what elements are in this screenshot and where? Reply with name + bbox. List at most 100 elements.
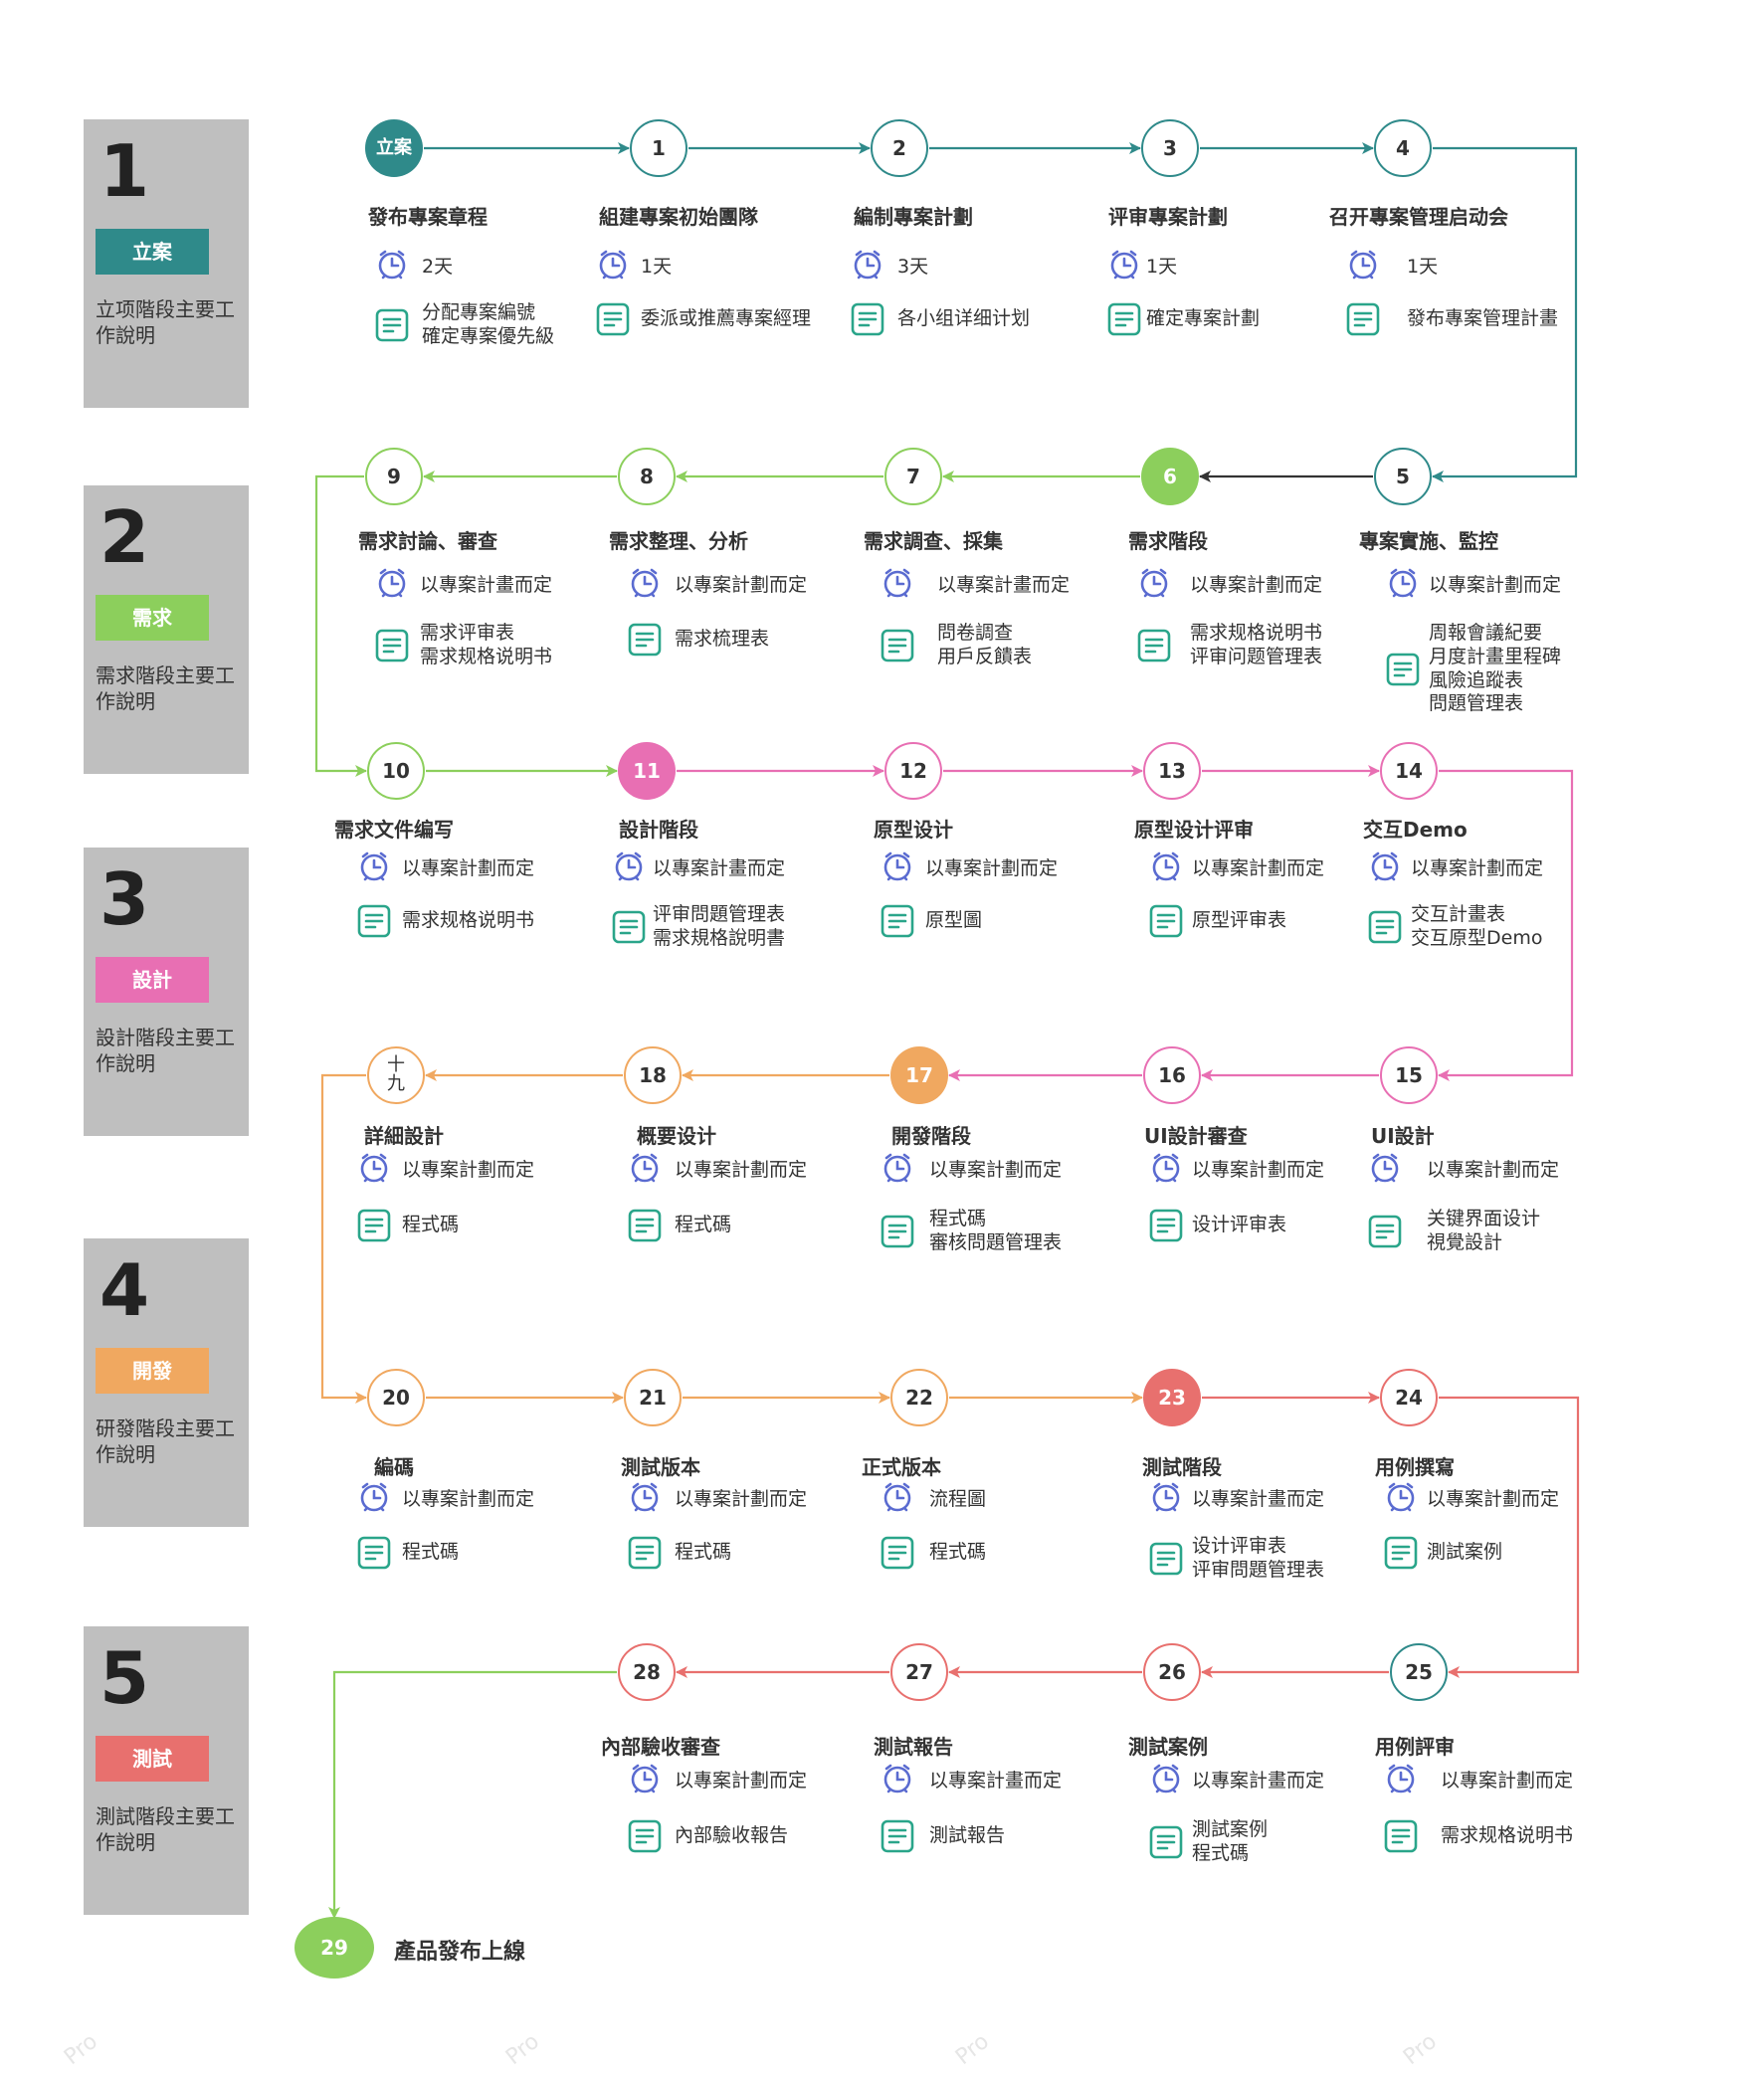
clock-bells [632,1482,658,1489]
duration-row: 以專案計畫而定 [374,565,552,601]
duration-text: 以專案計劃而定 [1427,1487,1560,1510]
step-title: 用例評审 [1375,1735,1455,1759]
document-lines [1391,1828,1411,1844]
document-frame [1149,1209,1183,1242]
document-lines [382,638,402,654]
step-node-2[interactable]: 2 [871,119,928,177]
step-node-25[interactable]: 25 [1390,1643,1448,1701]
step-node-立案[interactable]: 立案 [365,119,423,177]
step-node-16[interactable]: 16 [1143,1046,1201,1104]
connector-28-to-29 [328,1670,617,1919]
duration-text: 以專案計劃而定 [675,1487,808,1510]
deliverable-item: 程式碼 [929,1541,987,1564]
clock-bells [361,1153,387,1160]
deliverable-item: 程式碼 [402,1214,460,1236]
connector-十九-to-20 [320,1073,367,1404]
step-node-20[interactable]: 20 [367,1369,425,1426]
step-node-14[interactable]: 14 [1380,742,1438,800]
clock-bells [1141,568,1167,575]
clock-bells [600,250,626,257]
step-node-6[interactable]: 6 [1141,448,1199,505]
document-frame [612,910,646,944]
document-frame [375,308,409,342]
step-node-27[interactable]: 27 [890,1643,948,1701]
clock-face [360,1484,388,1512]
document-icon [1107,302,1141,336]
document-lines [887,1828,907,1844]
clock-icon [1110,250,1138,280]
step-node-十九[interactable]: 十九 [367,1046,425,1104]
deliverable-row: 周報會議紀要月度計畫里程碑風險追蹤表問題管理表 [1385,622,1561,716]
clock-icon [854,250,882,280]
step-node-24[interactable]: 24 [1380,1369,1438,1426]
clock-feet [634,592,656,598]
duration-text: 流程圖 [929,1487,987,1510]
step-node-5[interactable]: 5 [1374,448,1432,505]
deliverable-row: 問卷調查用戶反饋表 [880,622,1032,669]
clock-icon [360,1482,388,1512]
deliverable-item: 問題管理表 [1429,692,1524,715]
step-node-11[interactable]: 11 [618,742,676,800]
deliverable-list: 设计评审表 [1192,1214,1286,1237]
document-icon [596,302,630,336]
step-node-9[interactable]: 9 [365,448,423,505]
step-node-17[interactable]: 17 [890,1046,948,1104]
duration-text: 1天 [1146,255,1178,278]
clock-bells [632,1764,658,1771]
document-lines [1156,1218,1176,1233]
duration-text: 以專案計畫而定 [937,573,1071,596]
step-title: 正式版本 [862,1455,941,1479]
clock-hands [1399,1771,1409,1782]
clock-hands [611,257,621,268]
step-node-21[interactable]: 21 [624,1369,682,1426]
step-node-18[interactable]: 18 [624,1046,682,1104]
step-node-29[interactable]: 29 [294,1917,374,1979]
connector-9-to-10 [314,474,367,777]
clock-bells [1350,250,1376,257]
clock-bells [1153,1764,1179,1771]
step-title: 內部驗收審查 [601,1735,720,1759]
deliverable-row: 设计评审表 [1148,1208,1286,1243]
clock-icon [1387,1764,1415,1793]
step-node-10[interactable]: 10 [367,742,425,800]
step-node-8[interactable]: 8 [618,448,676,505]
document-frame [628,1536,662,1570]
deliverable-row: 需求梳理表 [627,622,769,658]
step-node-12[interactable]: 12 [884,742,942,800]
document-icon [628,1536,662,1570]
clock-icon [1152,1482,1180,1512]
step-node-1[interactable]: 1 [630,119,687,177]
step-node-28[interactable]: 28 [618,1643,676,1701]
clock-icon [599,250,627,280]
clock-feet [634,1788,656,1793]
step-node-23[interactable]: 23 [1143,1369,1201,1426]
clock-face [1389,570,1417,598]
phase-number: 1 [99,129,150,213]
deliverable-item: 需求规格说明书 [402,909,535,932]
clock-face [1152,853,1180,881]
step-node-7[interactable]: 7 [884,448,942,505]
connector-14-to-15 [1438,769,1574,1081]
clock-bells [632,568,658,575]
phase-tag: 立案 [96,229,209,275]
clock-face [1371,1155,1399,1183]
clock-feet [363,875,385,881]
step-node-22[interactable]: 22 [890,1369,948,1426]
step-node-26[interactable]: 26 [1143,1643,1201,1701]
document-frame [1346,302,1380,336]
step-node-4[interactable]: 4 [1374,119,1432,177]
document-lines [1391,1545,1411,1561]
document-lines [887,913,907,929]
clock-icon [1371,1153,1399,1183]
step-node-13[interactable]: 13 [1143,742,1201,800]
document-frame [1384,1819,1418,1853]
clock-hands [895,1489,905,1500]
phase-description: 設計階段主要工作說明 [96,1026,235,1075]
duration-text: 以專案計畫而定 [420,573,553,596]
duration-text: 以專案計劃而定 [1427,1158,1560,1181]
step-node-15[interactable]: 15 [1380,1046,1438,1104]
duration-text: 以專案計劃而定 [402,1487,535,1510]
step-node-3[interactable]: 3 [1141,119,1199,177]
clock-icon [360,851,388,881]
